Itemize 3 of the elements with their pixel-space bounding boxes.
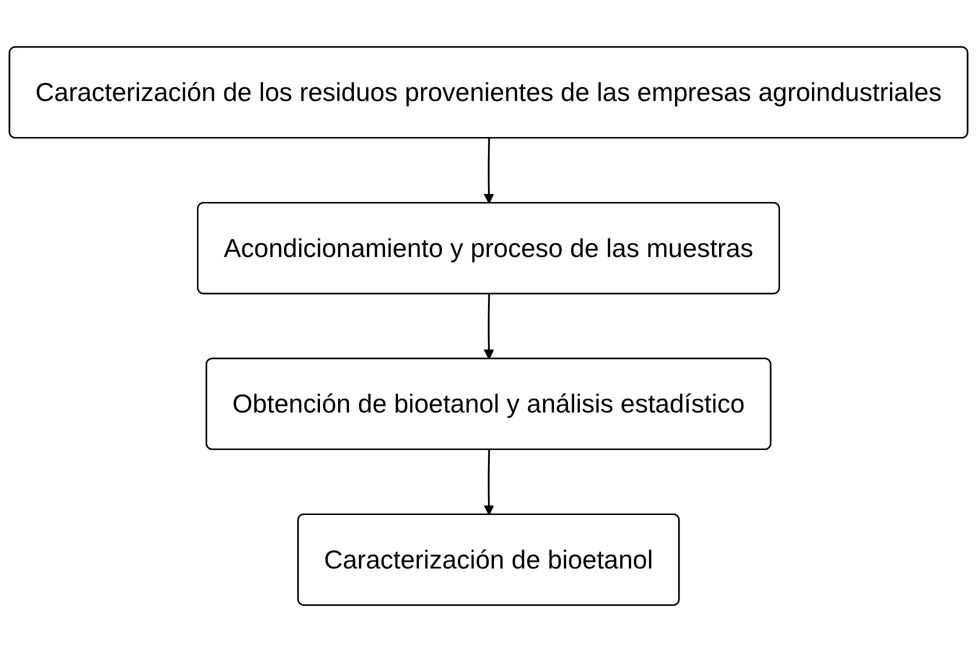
arrow xyxy=(484,138,494,204)
arrow xyxy=(484,450,494,516)
arrow xyxy=(484,294,494,360)
